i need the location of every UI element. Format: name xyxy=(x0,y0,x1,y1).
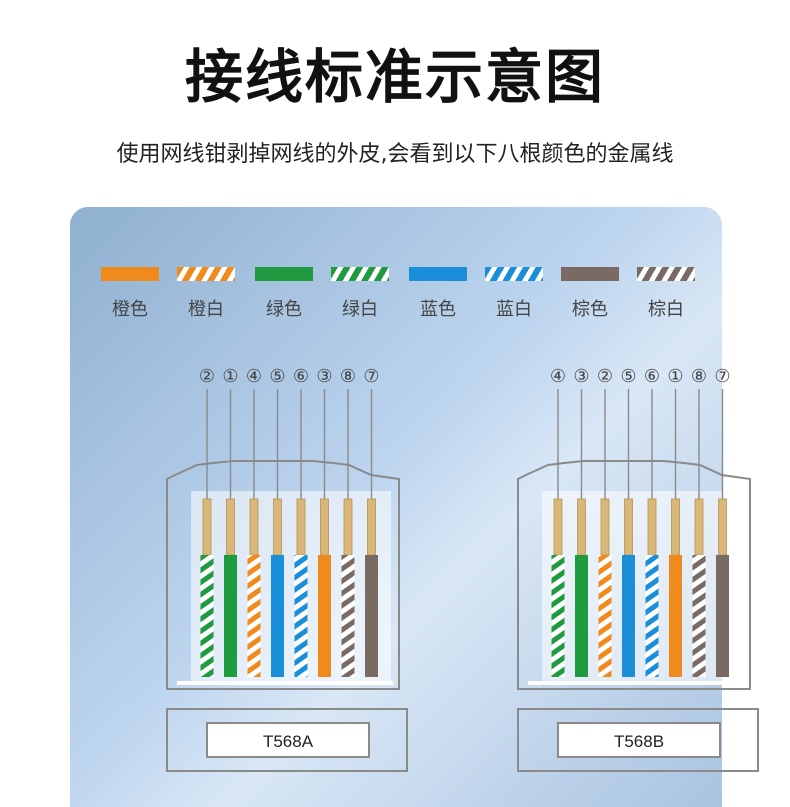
gold-contact xyxy=(249,498,259,556)
pin-number: ③ xyxy=(573,366,589,387)
gold-contact xyxy=(694,498,704,556)
legend-label: 棕白 xyxy=(648,299,684,320)
connector-insert xyxy=(542,491,742,683)
connector-label: T568B xyxy=(614,732,664,751)
wire-green xyxy=(224,555,237,677)
pin-number: ⑤ xyxy=(269,366,285,387)
wire-brown xyxy=(365,555,378,677)
pin-number: ⑥ xyxy=(644,366,660,387)
wire-green xyxy=(575,555,588,677)
pin-number: ④ xyxy=(550,366,566,387)
connector-insert xyxy=(191,491,391,683)
wire-orange xyxy=(669,555,682,677)
pin-number: ⑦ xyxy=(714,366,730,387)
pin-number: ② xyxy=(597,366,613,387)
legend-item: 绿白 xyxy=(320,267,400,321)
wire-brown-white xyxy=(692,555,706,677)
legend-item: 棕白 xyxy=(626,267,706,321)
legend-item: 橙白 xyxy=(166,267,246,321)
pin-number: ⑥ xyxy=(293,366,309,387)
gold-contact xyxy=(647,498,657,556)
pin-number: ① xyxy=(222,366,238,387)
legend-swatch xyxy=(177,267,235,281)
legend-item: 蓝色 xyxy=(398,267,478,321)
gold-contact xyxy=(273,498,282,556)
pin-number: ④ xyxy=(246,366,262,387)
gold-contact xyxy=(202,498,212,556)
legend-label: 橙白 xyxy=(188,299,224,320)
pin-number: ⑦ xyxy=(363,366,379,387)
gold-contact xyxy=(600,498,610,556)
page-title: 接线标准示意图 xyxy=(184,43,605,111)
pin-number: ⑤ xyxy=(620,366,636,387)
gold-contact xyxy=(226,498,235,556)
wire-green-white xyxy=(551,555,565,677)
connector-label-box xyxy=(206,722,370,758)
gold-contact xyxy=(577,498,586,556)
connector-label-box xyxy=(557,722,721,758)
gold-contact xyxy=(671,498,680,556)
connector-housing xyxy=(166,460,400,690)
legend-swatch xyxy=(409,267,467,281)
legend-label: 橙色 xyxy=(112,299,148,320)
gold-contact xyxy=(624,498,633,556)
wire-green-white xyxy=(200,555,214,677)
legend-item: 蓝白 xyxy=(474,267,554,321)
connector-label: T568A xyxy=(263,732,314,751)
legend-swatch xyxy=(255,267,313,281)
wire-orange-white xyxy=(247,555,261,677)
wire-blue-white xyxy=(645,555,659,677)
legend-item: 橙色 xyxy=(90,267,170,321)
gold-contact xyxy=(367,498,376,556)
connector-base xyxy=(517,708,759,772)
pin-number: ② xyxy=(199,366,215,387)
pin-number: ① xyxy=(667,366,683,387)
legend-swatch xyxy=(485,267,543,281)
wire-blue xyxy=(271,555,284,677)
page-subtitle: 使用网线钳剥掉网线的外皮,会看到以下八根颜色的金属线 xyxy=(116,142,674,167)
legend-swatch xyxy=(561,267,619,281)
legend-label: 绿色 xyxy=(266,299,302,320)
connector-base xyxy=(166,708,408,772)
pin-number: ③ xyxy=(316,366,332,387)
wire-blue-white xyxy=(294,555,308,677)
gold-contact xyxy=(718,498,727,556)
connector-housing xyxy=(517,460,751,690)
legend-swatch xyxy=(637,267,695,281)
pin-number: ⑧ xyxy=(340,366,356,387)
legend-swatch xyxy=(101,267,159,281)
pin-number: ⑧ xyxy=(691,366,707,387)
gold-contact xyxy=(320,498,329,556)
legend-label: 蓝白 xyxy=(496,299,532,320)
wire-brown-white xyxy=(341,555,355,677)
gold-contact xyxy=(296,498,306,556)
wire-brown xyxy=(716,555,729,677)
gold-contact xyxy=(343,498,353,556)
wire-blue xyxy=(622,555,635,677)
wire-orange-white xyxy=(598,555,612,677)
gold-contact xyxy=(553,498,563,556)
wire-orange xyxy=(318,555,331,677)
legend-label: 蓝色 xyxy=(420,299,456,320)
legend-item: 绿色 xyxy=(244,267,324,321)
legend-label: 棕色 xyxy=(572,299,608,320)
legend-swatch xyxy=(331,267,389,281)
legend-item: 棕色 xyxy=(550,267,630,321)
legend-label: 绿白 xyxy=(342,299,378,320)
